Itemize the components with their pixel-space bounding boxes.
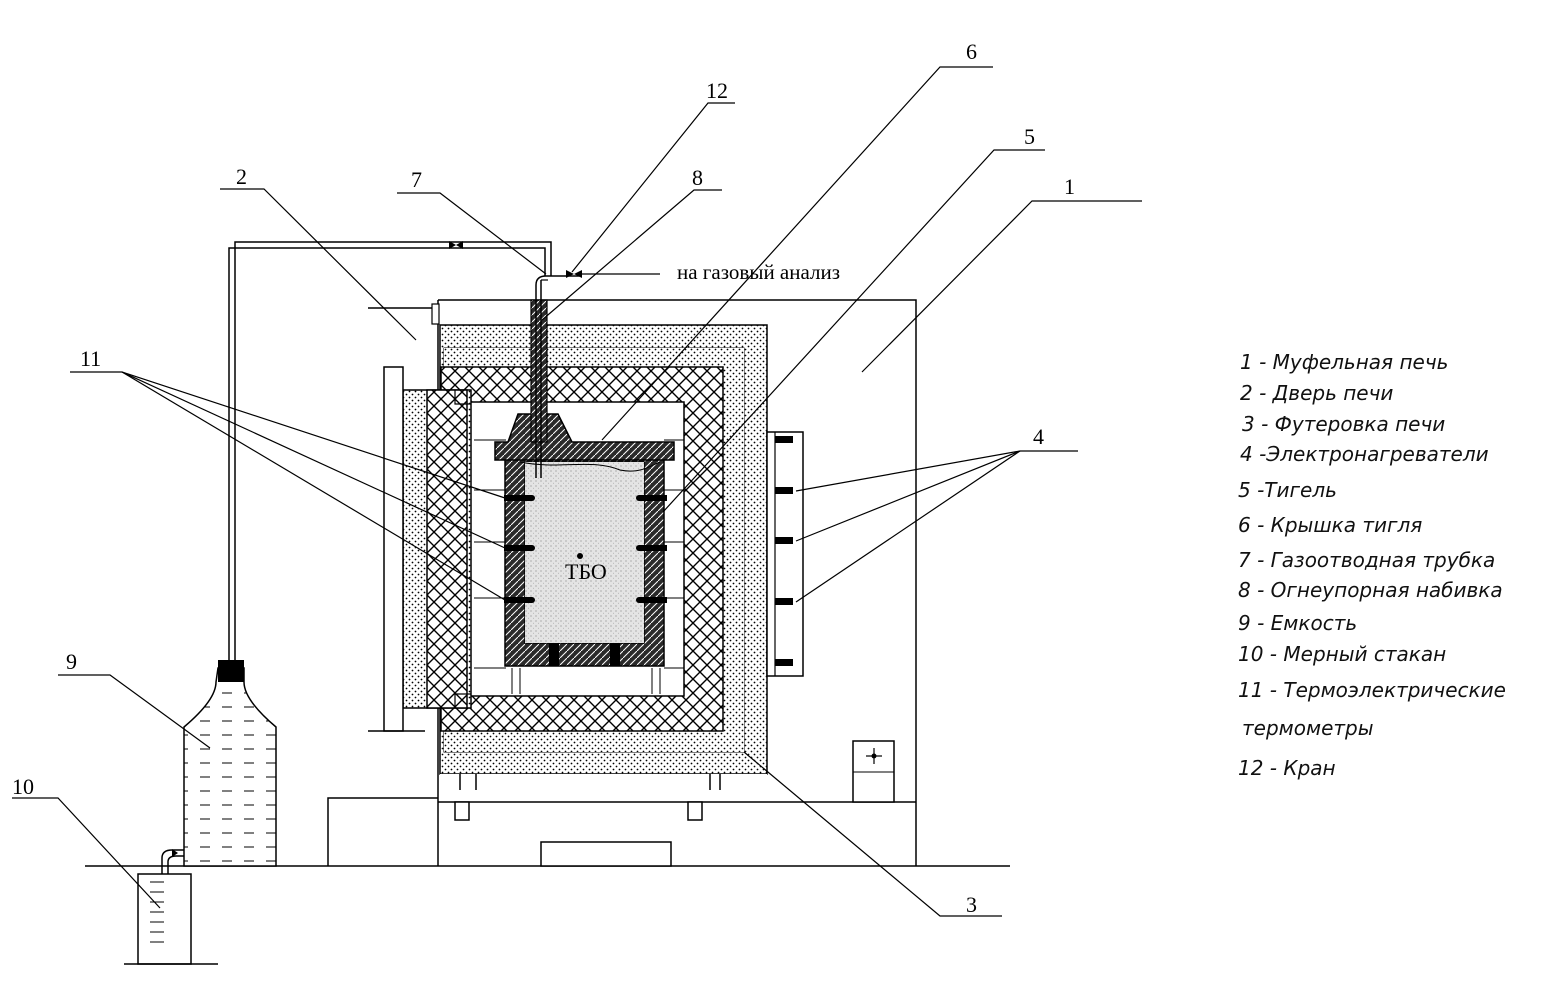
leader-lines (12, 66, 1142, 917)
label-8: 8 (692, 165, 703, 190)
legend-item: 1 - Муфельная печь (1240, 350, 1449, 374)
label-11: 11 (80, 346, 101, 371)
sample-label: ТБО (565, 559, 607, 584)
legend-item: термометры (1242, 716, 1374, 740)
label-5: 5 (1024, 124, 1035, 149)
control-switch-box (852, 740, 895, 803)
label-4: 4 (1033, 424, 1044, 449)
legend-item: 11 - Термоэлектрические (1238, 678, 1506, 702)
label-10: 10 (12, 774, 34, 799)
legend-item: 8 - Огнеупорная набивка (1238, 578, 1503, 602)
furnace-door (368, 303, 472, 732)
legend-item: 10 - Мерный стакан (1238, 642, 1447, 666)
measuring-cup (124, 873, 218, 965)
legend-item: 12 - Кран (1238, 756, 1336, 780)
chamber-shelves (474, 439, 684, 694)
label-12: 12 (706, 78, 728, 103)
legend-item: 6 - Крышка тигля (1238, 513, 1423, 537)
legend-item: 4 -Электронагреватели (1240, 442, 1489, 466)
legend-item: 3 - Футеровка печи (1242, 412, 1446, 436)
legend-item: 2 - Дверь печи (1240, 381, 1394, 405)
legend-item: 5 -Тигель (1238, 478, 1337, 502)
label-3: 3 (966, 892, 977, 917)
vessel (161, 660, 277, 875)
label-9: 9 (66, 649, 77, 674)
gas-outlet-tube (228, 241, 660, 660)
label-1: 1 (1064, 174, 1075, 199)
legend-item: 9 - Емкость (1238, 611, 1358, 635)
thermocouple-junctions (504, 495, 667, 603)
label-2: 2 (236, 164, 247, 189)
electric-heaters (766, 431, 804, 677)
legend-item: 7 - Газоотводная трубка (1238, 548, 1496, 572)
crucible (504, 451, 665, 667)
gas-outlet-text: на газовый анализ (677, 260, 840, 284)
label-7: 7 (411, 167, 422, 192)
label-6: 6 (966, 39, 977, 64)
